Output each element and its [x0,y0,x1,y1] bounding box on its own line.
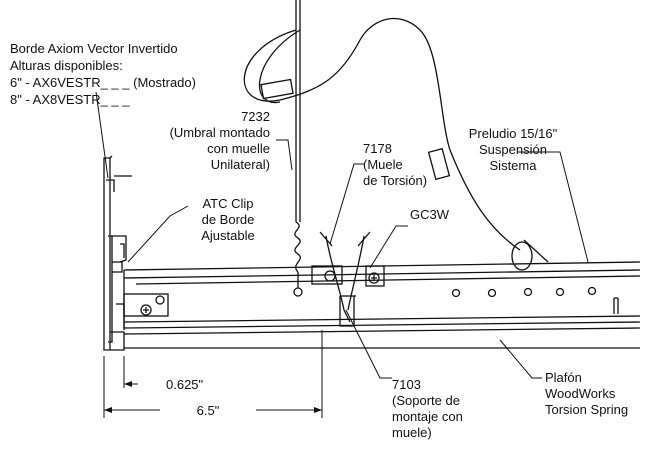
part-7103-label: 7103 (Soporte de montaje con muele) [392,377,463,440]
part-7232-label: 7232 (Umbral montado con muelle Unilater… [169,109,270,172]
torsion-spring-assembly [311,231,385,327]
dimension-lines [103,330,323,418]
prelude-suspension-label: Preludio 15/16" Suspensión Sistema [468,126,558,173]
suspension-wire [243,0,549,297]
plafon-label: Plafón WoodWorks Torsion Spring [545,370,629,417]
part-7178-label: 7178 (Muele de Torsión) [363,141,428,188]
dimension-arrows [104,381,322,413]
edge-heights-title-label: Alturas disponibles: [10,58,123,73]
part-gc3w-label: GC3W [410,207,449,222]
edge-title-label: Borde Axiom Vector Invertido [10,41,178,56]
axiom-edge-trim [103,155,132,351]
dimension-65-label: 6.5" [196,403,220,418]
edge-height-6-label: 6" - AX6VESTR_ _ _ (Mostrado) [10,75,196,90]
dimension-0625-label: 0.625" [166,377,204,392]
main-runner [123,261,641,349]
leader-lines [95,91,589,379]
atc-clip-label: ATC Clip de Borde Ajustable [201,196,255,243]
edge-height-8-label: 8" - AX8VESTR_ _ _ [10,92,130,107]
